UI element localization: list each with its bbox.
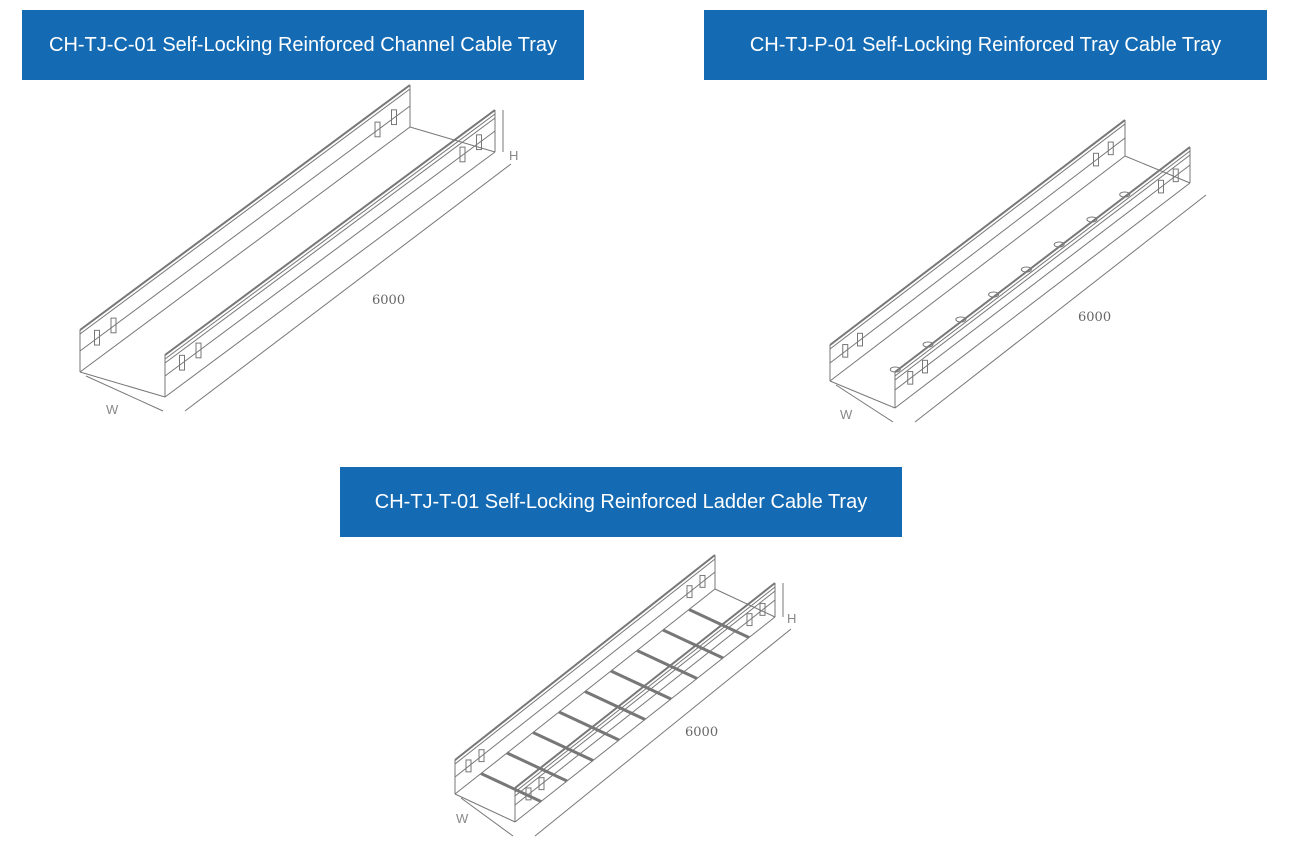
left-wall-line	[454, 554, 716, 761]
title-text: CH-TJ-T-01 Self-Locking Reinforced Ladde…	[374, 490, 868, 513]
wall-slot	[374, 121, 381, 138]
height-label: H	[509, 148, 518, 163]
wall-slot	[857, 332, 863, 347]
length-dimension-line	[914, 194, 1207, 423]
right-wall-line	[894, 164, 1191, 391]
ladder-rung	[688, 608, 750, 639]
wall-slot	[94, 329, 100, 346]
width-label: W	[106, 402, 119, 417]
wall-slot	[1158, 179, 1164, 194]
left-wall-line	[79, 84, 411, 331]
floor-front-edge	[829, 380, 896, 409]
wall-slot	[538, 777, 545, 791]
wall-slot	[1093, 152, 1099, 167]
wall-slot	[759, 602, 766, 616]
wall-slot	[179, 354, 185, 371]
wall-slot	[476, 134, 482, 151]
length-label: 6000	[1078, 310, 1111, 325]
ladder-rung	[610, 669, 672, 701]
right-wall-line	[894, 146, 1191, 373]
wall-slot	[478, 749, 485, 763]
ladder-rung	[584, 690, 646, 721]
wall-slot	[907, 371, 914, 385]
title-text: CH-TJ-P-01 Self-Locking Reinforced Tray …	[749, 33, 1222, 56]
left-wall-line	[79, 88, 411, 335]
ladder-tray-drawing	[454, 554, 792, 837]
right-wall-line	[164, 130, 496, 377]
left-wall-line	[454, 558, 716, 765]
width-dimension-line	[460, 797, 514, 837]
perforated-tray-drawing	[829, 119, 1207, 423]
left-wall-line	[829, 155, 1126, 382]
perforation-slot	[1053, 241, 1065, 248]
left-wall-line	[829, 137, 1126, 364]
right-wall-line	[164, 109, 496, 356]
length-dimension-line	[534, 628, 792, 837]
ladder-rung	[636, 649, 698, 680]
perforation-slot	[922, 341, 934, 348]
ladder-rung	[532, 731, 594, 762]
floor-front-edge	[79, 371, 166, 398]
wall-slot	[686, 585, 693, 599]
left-wall-line	[829, 123, 1126, 350]
ladder-rung	[662, 628, 724, 660]
right-wall-line	[894, 150, 1191, 377]
wall-slot	[391, 109, 397, 126]
title-text: CH-TJ-C-01 Self-Locking Reinforced Chann…	[49, 33, 557, 56]
product-title-channel-tray: CH-TJ-C-01 Self-Locking Reinforced Chann…	[22, 10, 584, 80]
floor-front-edge	[454, 793, 516, 823]
wall-slot	[110, 317, 117, 334]
width-label: W	[840, 407, 853, 422]
wall-slot	[465, 759, 472, 773]
perforation-slot	[988, 291, 1000, 298]
wall-slot	[525, 787, 532, 801]
wall-slot	[922, 359, 928, 374]
product-title-ladder-tray: CH-TJ-T-01 Self-Locking Reinforced Ladde…	[340, 467, 902, 537]
ladder-rung	[506, 751, 568, 783]
right-wall-line	[164, 113, 496, 360]
right-wall-line	[164, 117, 496, 364]
wall-slot	[459, 146, 466, 163]
wall-slot	[699, 574, 706, 588]
wall-slot	[1107, 141, 1114, 156]
right-wall-line	[894, 182, 1191, 409]
right-wall-line	[164, 151, 496, 398]
perforation-slot	[889, 366, 901, 373]
right-wall-line	[514, 590, 776, 797]
right-wall-line	[894, 154, 1191, 381]
channel-tray-drawing	[79, 84, 512, 412]
floor-back-edge	[714, 588, 776, 618]
left-wall-line	[79, 126, 411, 373]
wall-slot	[842, 344, 849, 358]
left-wall-line	[829, 119, 1126, 346]
floor-back-edge	[1124, 155, 1191, 184]
ladder-rung	[558, 710, 620, 742]
left-wall-line	[454, 571, 716, 778]
wall-slot	[1172, 168, 1179, 183]
perforation-slot	[1086, 216, 1098, 223]
width-dimension-line	[835, 384, 894, 423]
right-wall-line	[514, 586, 776, 793]
floor-back-edge	[409, 126, 496, 153]
perforation-slot	[955, 316, 967, 323]
right-wall-line	[514, 599, 776, 806]
product-title-perforated-tray: CH-TJ-P-01 Self-Locking Reinforced Tray …	[704, 10, 1267, 80]
width-dimension-line	[85, 375, 164, 412]
length-label: 6000	[685, 725, 718, 740]
length-dimension-line	[184, 163, 512, 412]
ladder-rung	[480, 772, 542, 803]
wall-slot	[746, 613, 753, 627]
perforation-slot	[1020, 266, 1032, 273]
perforation-slot	[1119, 191, 1131, 198]
length-label: 6000	[372, 293, 405, 308]
height-label: H	[787, 611, 796, 626]
wall-slot	[195, 342, 202, 359]
left-wall-line	[79, 105, 411, 352]
width-label: W	[456, 811, 469, 826]
